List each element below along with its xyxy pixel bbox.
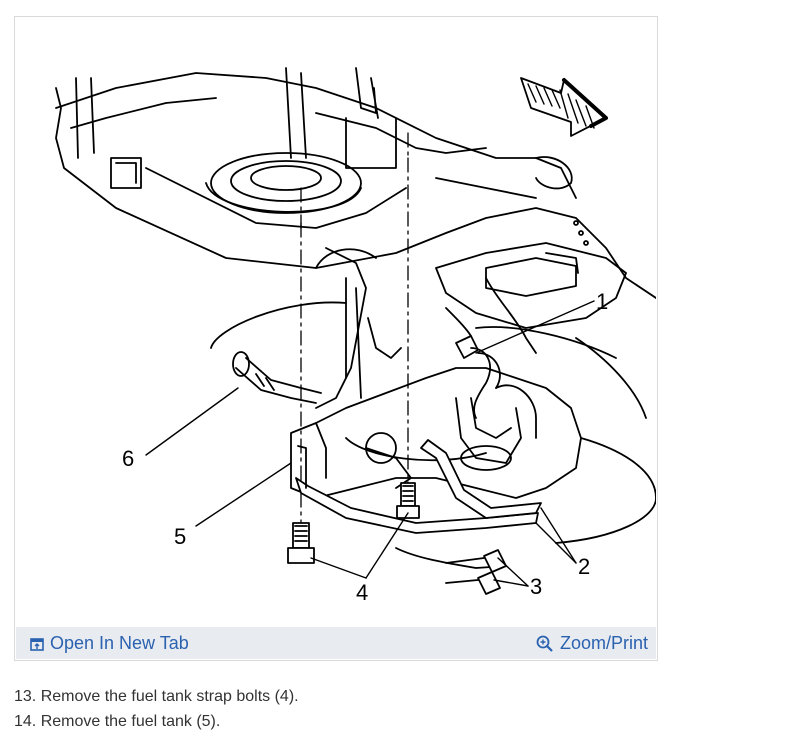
open-in-new-tab-label: Open In New Tab [50,633,189,653]
bolt-install-lines [300,132,409,539]
zoom-print-button[interactable]: Zoom/Print [536,633,648,654]
callout-leaders [145,300,595,587]
step-13: 13. Remove the fuel tank strap bolts (4)… [14,688,299,705]
figure-card: 1 2 3 4 5 6 Open In New Tab Zoom/Print [14,16,658,661]
fuel-filler-hose [210,301,347,404]
front-direction-arrow [520,77,608,137]
fuel-line-connector [445,277,537,419]
callout-1: 1 [596,289,608,314]
callout-5: 5 [174,524,186,549]
zoom-print-label: Zoom/Print [559,633,648,653]
callout-3: 3 [530,574,542,599]
strap-connectors [445,549,507,595]
vehicle-floor-structure [55,67,657,329]
strap-bolts [287,482,420,564]
fuel-tank-straps [295,439,542,569]
open-tab-icon [30,637,44,651]
instruction-steps: 13. Remove the fuel tank strap bolts (4)… [14,686,299,736]
callout-4: 4 [356,580,368,605]
open-in-new-tab-button[interactable]: Open In New Tab [30,633,189,654]
step-14: 14. Remove the fuel tank (5). [14,713,221,730]
callout-2: 2 [578,554,590,579]
diagram-drawing: 1 2 3 4 5 6 [55,67,657,605]
callout-6: 6 [122,446,134,471]
figure-toolbar: Open In New Tab Zoom/Print [16,627,656,659]
fuel-tank-bracket [315,247,402,409]
fuel-tank-diagram[interactable]: 1 2 3 4 5 6 [16,18,657,628]
zoom-icon [536,635,553,652]
